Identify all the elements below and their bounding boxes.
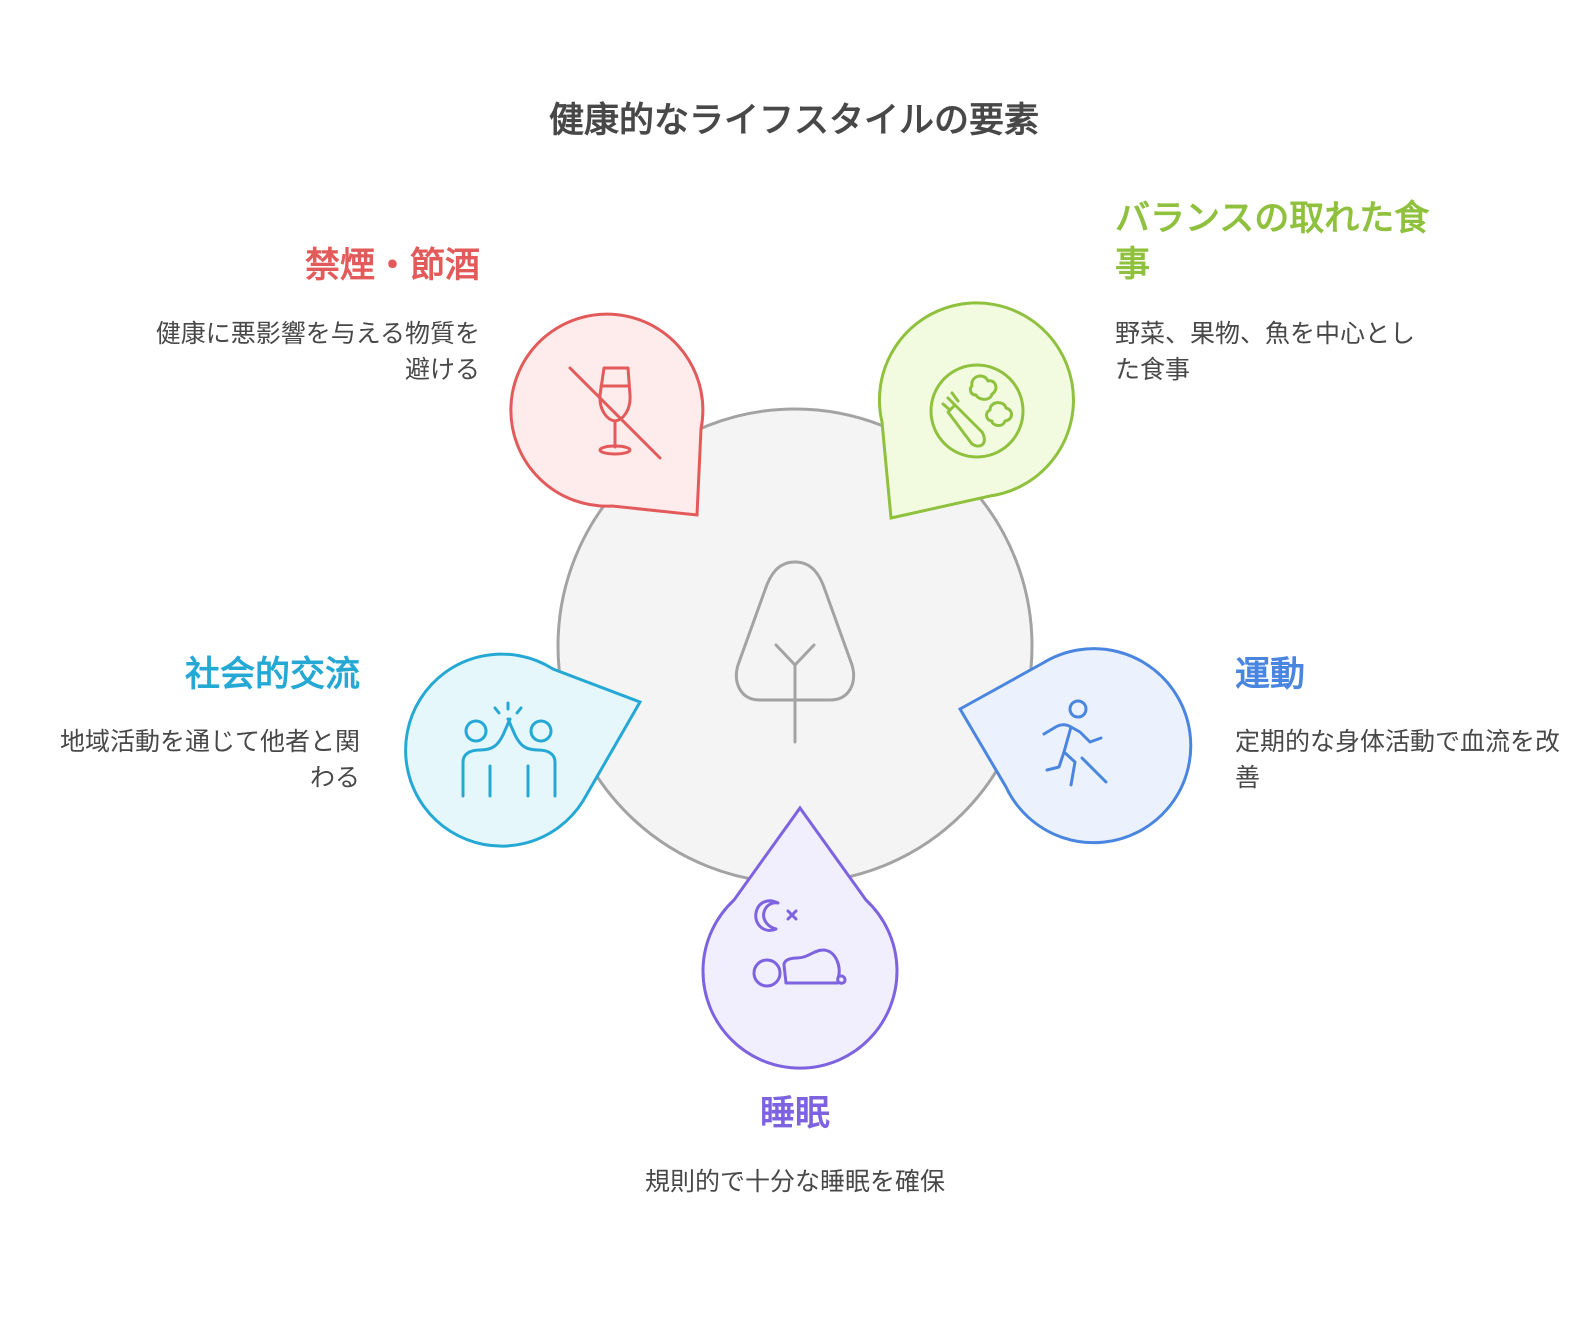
social-title: 社会的交流 xyxy=(184,655,360,695)
abstain-title: 禁煙・節酒 xyxy=(304,246,480,286)
sleep-icon xyxy=(752,899,847,988)
sleep-description: 規則的で十分な睡眠を確保 xyxy=(645,1167,946,1196)
tree-icon xyxy=(735,560,855,744)
diet-title: バランスの取れた食事 xyxy=(1115,199,1430,285)
exercise-pin xyxy=(957,647,1193,845)
diet-description: 野菜、果物、魚を中心とした食事 xyxy=(1115,319,1416,384)
sleep-pin xyxy=(701,805,899,1070)
social-description: 地域活動を通じて他者と関わる xyxy=(59,727,360,792)
diet-pin xyxy=(877,301,1075,520)
vegetables-icon xyxy=(929,363,1025,459)
high-five-icon xyxy=(461,701,557,798)
exercise-description: 定期的な身体活動で血流を改善 xyxy=(1235,727,1561,792)
abstain-description: 健康に悪影響を与える物質を避ける xyxy=(155,319,480,384)
running-icon xyxy=(1042,699,1108,787)
sleep-title: 睡眠 xyxy=(759,1094,830,1134)
page-title: 健康的なライフスタイルの要素 xyxy=(548,101,1039,141)
exercise-title: 運動 xyxy=(1235,655,1306,695)
no-alcohol-icon xyxy=(568,366,662,460)
social-pin xyxy=(404,652,643,848)
